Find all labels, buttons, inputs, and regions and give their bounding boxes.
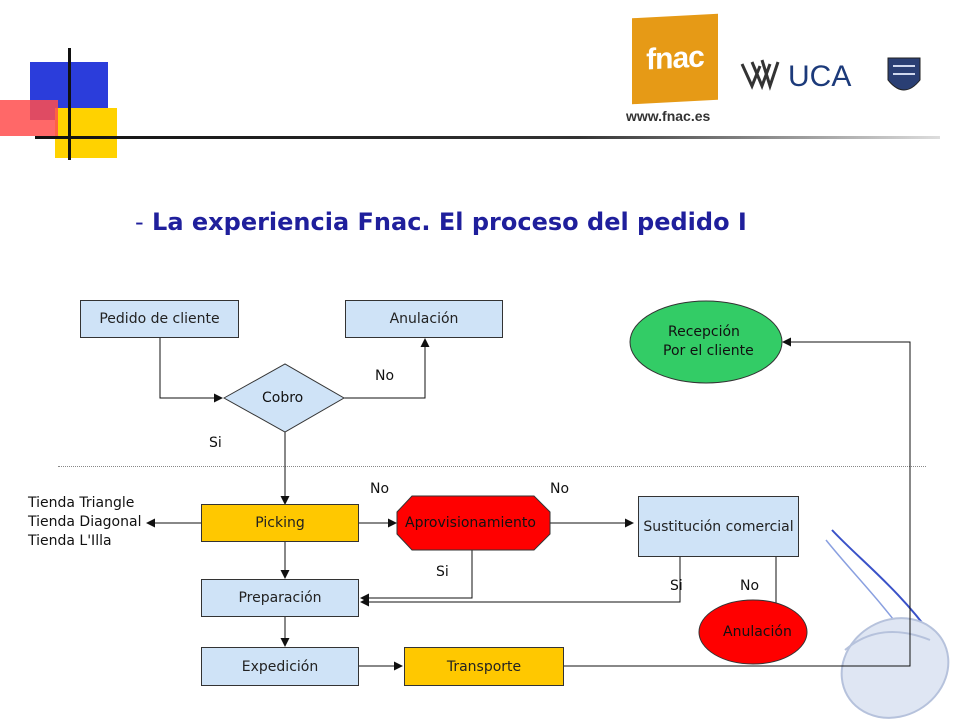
node-aprovisionamiento-label: Aprovisionamiento	[405, 515, 536, 531]
edge-label-cobro-si: Si	[209, 435, 222, 451]
node-picking: Picking	[201, 504, 359, 542]
decor-vertical-line	[68, 48, 71, 160]
node-pedido-label: Pedido de cliente	[99, 311, 220, 327]
node-sustitucion-comercial: Sustitución comercial	[638, 496, 799, 557]
dotted-separator	[58, 466, 926, 467]
node-expedicion-label: Expedición	[241, 658, 319, 675]
node-recepcion-label-2: Por el cliente	[663, 343, 754, 359]
decor-horizontal-line	[35, 136, 940, 139]
node-expedicion: Expedición	[201, 647, 359, 686]
edge-label-aprov-no: No	[550, 481, 570, 497]
node-transporte: Transporte	[404, 647, 564, 686]
node-recepcion-label-1: Recepción	[668, 324, 740, 340]
edge-label-sust-si: Si	[670, 578, 683, 594]
node-picking-label: Picking	[255, 515, 305, 531]
node-anulacion-top-label: Anulación	[389, 311, 459, 327]
decor-yellow-block	[55, 108, 117, 158]
edge-label-picking-no: No	[370, 481, 390, 497]
title-dash: -	[135, 208, 144, 236]
node-anulacion-bottom-label: Anulación	[723, 624, 792, 640]
node-pedido-de-cliente: Pedido de cliente	[80, 300, 239, 338]
uca-logo-text: UCA	[788, 60, 852, 93]
store-triangle: Tienda Triangle	[28, 495, 135, 511]
decor-red-block	[0, 100, 58, 136]
node-preparacion-label: Preparación	[238, 590, 322, 606]
fnac-logo-text: fnac	[646, 40, 704, 77]
page-title: - La experiencia Fnac. El proceso del pe…	[135, 208, 747, 236]
edge-label-aprov-si: Si	[436, 564, 449, 580]
node-preparacion: Preparación	[201, 579, 359, 617]
title-text: La experiencia Fnac. El proceso del pedi…	[152, 208, 747, 236]
edge-label-cobro-no: No	[375, 368, 395, 384]
node-transporte-label: Transporte	[446, 658, 522, 675]
node-cobro-label: Cobro	[262, 390, 304, 406]
fnac-logo: fnac	[632, 13, 718, 105]
node-sustitucion-label: Sustitución comercial	[643, 518, 794, 535]
edge-label-sust-no: No	[740, 578, 760, 594]
store-lilla: Tienda L'Illa	[28, 533, 112, 549]
fnac-url: www.fnac.es	[626, 108, 711, 124]
node-anulacion-top: Anulación	[345, 300, 503, 338]
store-diagonal: Tienda Diagonal	[28, 514, 142, 530]
